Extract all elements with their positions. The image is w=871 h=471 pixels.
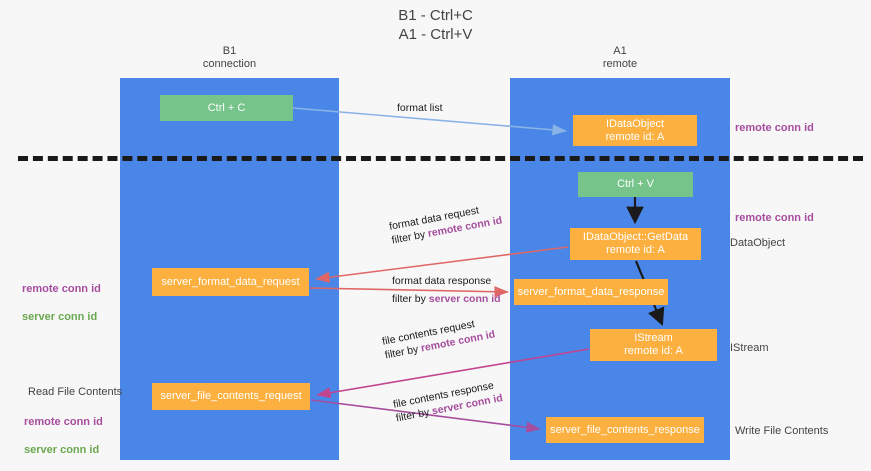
side-label-dataobject: DataObject: [730, 237, 786, 249]
edge-label-file-contents-request: file contents request filter by remote c…: [381, 314, 496, 363]
legend-remote-conn-id: remote conn id: [24, 416, 103, 428]
edge-label-file-contents-response: file contents response filter by server …: [392, 377, 504, 425]
section-divider: [18, 156, 863, 161]
node-idataobject-getdata[interactable]: IDataObject::GetData remote id: A: [570, 228, 701, 260]
node-ctrl-v[interactable]: Ctrl + V: [578, 172, 693, 197]
node-server-format-data-response[interactable]: server_format_data_response: [514, 279, 668, 305]
node-idataobject[interactable]: IDataObject remote id: A: [573, 115, 697, 146]
legend-conn-ids-middle: remote conn id server conn id: [22, 268, 101, 338]
swimlane-label-a1: A1 remote: [602, 45, 638, 70]
legend-server-conn-id: server conn id: [22, 311, 98, 323]
edge-label-line2: filter by server conn id: [392, 292, 501, 306]
edge-label-format-data-response: format data response filter by server co…: [392, 274, 501, 306]
side-label-istream: IStream: [730, 342, 769, 354]
node-server-file-contents-response[interactable]: server_file_contents_response: [546, 417, 704, 443]
legend-server-conn-id: server conn id: [24, 444, 100, 456]
side-label-read-file-contents: Read File Contents: [28, 386, 123, 398]
filter-prefix: filter by: [392, 293, 429, 305]
side-label-remote-conn-id-top: remote conn id: [735, 122, 814, 134]
legend-conn-ids-bottom: remote conn id server conn id: [24, 401, 103, 471]
node-server-file-contents-request[interactable]: server_file_contents_request: [152, 383, 310, 410]
edge-label-format-list: format list: [397, 102, 443, 114]
filter-key: server conn id: [428, 293, 501, 305]
legend-remote-conn-id: remote conn id: [22, 283, 101, 295]
node-server-format-data-request[interactable]: server_format_data_request: [152, 268, 309, 296]
edge-label-format-data-request: format data request filter by remote con…: [388, 200, 503, 248]
node-ctrl-c[interactable]: Ctrl + C: [160, 95, 293, 121]
side-label-remote-conn-id-mid: remote conn id: [735, 212, 814, 224]
side-label-write-file-contents: Write File Contents: [735, 425, 829, 437]
node-istream[interactable]: IStream remote id: A: [590, 329, 717, 361]
swimlane-label-b1: B1 connection: [202, 45, 257, 70]
diagram-title: B1 - Ctrl+C A1 - Ctrl+V: [398, 7, 473, 43]
edge-label-line1: format data response: [392, 275, 492, 287]
